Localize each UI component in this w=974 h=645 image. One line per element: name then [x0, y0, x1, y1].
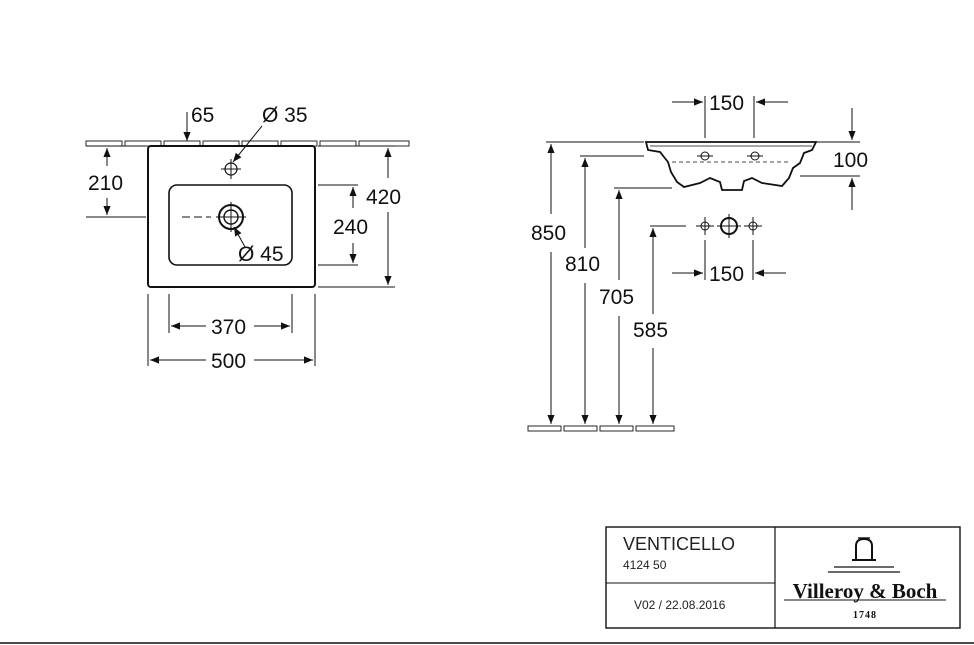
article-number: 4124 50 — [623, 558, 667, 572]
brand-logo — [784, 537, 946, 601]
basin-profile — [644, 141, 818, 191]
tap-hole — [221, 159, 241, 179]
version-date: V02 / 22.08.2016 — [634, 598, 726, 612]
dim-basin-height: 100 — [833, 149, 868, 172]
dim-drain: Ø 45 — [238, 243, 284, 266]
basin-outline — [147, 145, 316, 288]
dim-fixing-spacing-top: 150 — [709, 92, 744, 115]
dim-bowl-depth: 240 — [333, 216, 368, 239]
side-view — [527, 96, 860, 432]
drain-hole — [216, 202, 246, 232]
dim-total-depth: 420 — [366, 186, 401, 209]
floor-strip — [527, 425, 675, 432]
dim-top-height: 810 — [565, 253, 600, 276]
dim-tap-depth: 210 — [88, 172, 123, 195]
product-name: VENTICELLO — [623, 534, 735, 554]
bowl-outline — [168, 184, 293, 266]
fixing-points — [696, 214, 762, 238]
title-block — [605, 526, 961, 629]
dim-rim-height: 850 — [531, 222, 566, 245]
top-view — [85, 112, 410, 366]
dim-fixing-height: 585 — [633, 319, 668, 342]
dim-tap-offset: 65 — [191, 104, 214, 127]
dim-bracket-height: 705 — [599, 286, 634, 309]
dim-bowl-width: 370 — [211, 316, 246, 339]
brand-year: 1748 — [853, 610, 877, 621]
brand-name: Villeroy & Boch — [793, 579, 938, 603]
dim-total-width: 500 — [211, 350, 246, 373]
dim-fixing-spacing: 150 — [709, 263, 744, 286]
dim-tap-hole: Ø 35 — [262, 104, 308, 127]
